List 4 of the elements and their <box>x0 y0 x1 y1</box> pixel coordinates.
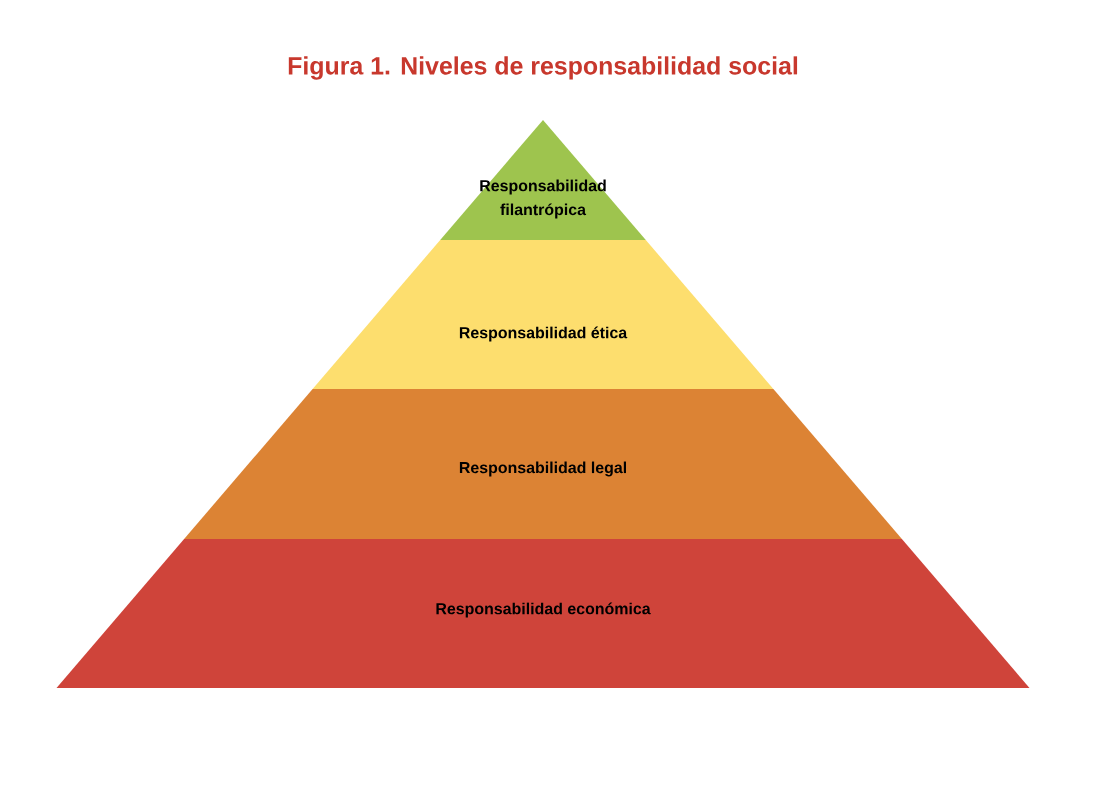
pyramid-level: Responsabilidad legal <box>184 389 902 539</box>
pyramid-level: Responsabilidad ética <box>312 240 774 389</box>
figure-title: Figura 1. Niveles de responsabilidad social <box>288 56 798 80</box>
pyramid-level: Responsabilidad económica <box>56 539 1030 688</box>
